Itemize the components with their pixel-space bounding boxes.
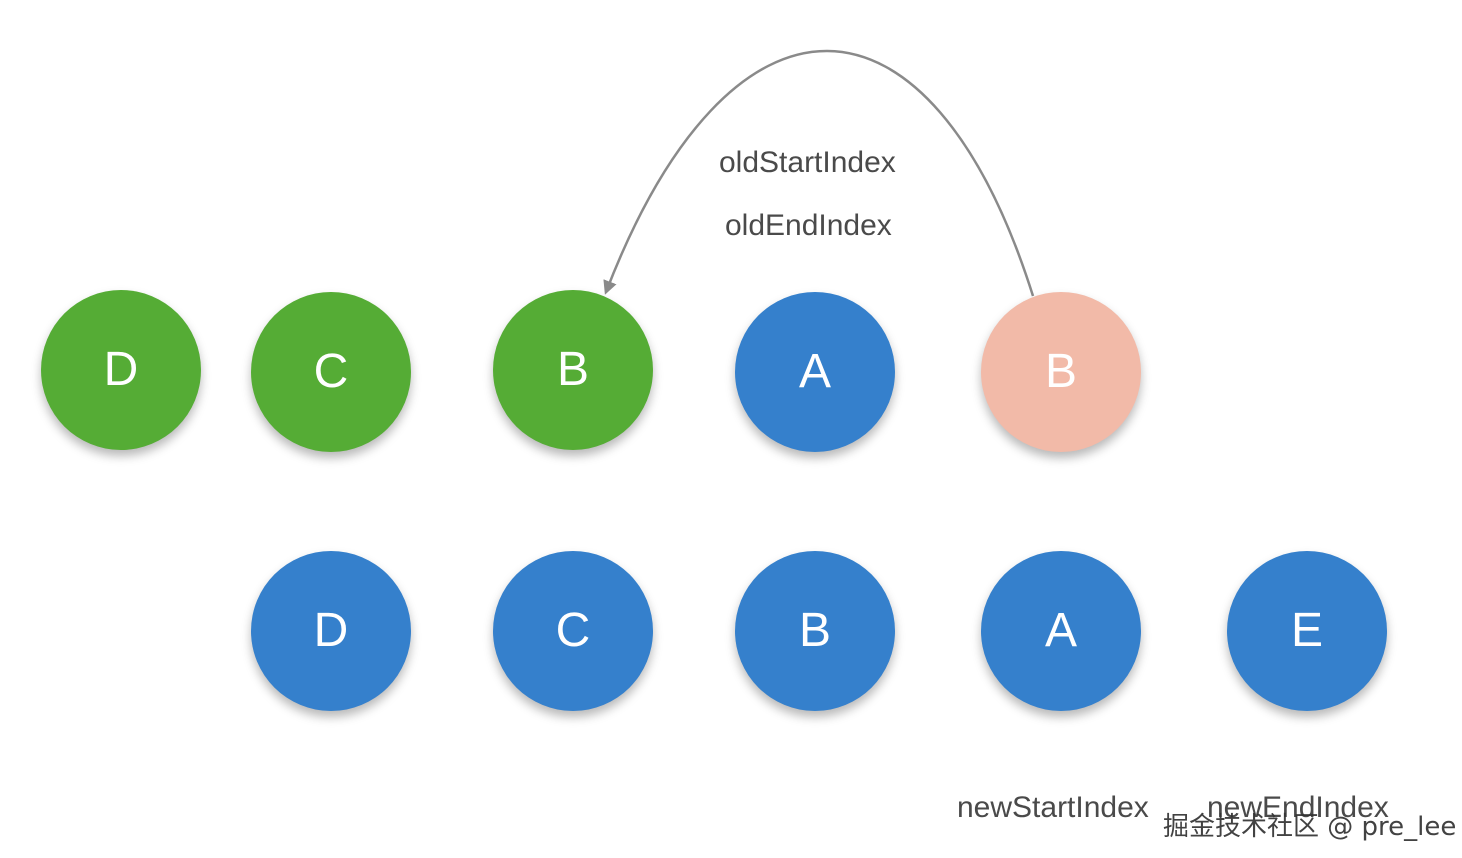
new-node-a: A xyxy=(981,551,1141,711)
move-arrow-path xyxy=(603,49,1035,297)
node-label: A xyxy=(798,345,831,398)
old-node-b-moved: B xyxy=(493,290,653,450)
node-label: B xyxy=(556,343,589,396)
node-label: D xyxy=(103,343,139,396)
node-label: C xyxy=(555,604,591,657)
node-label: D xyxy=(313,604,349,657)
old-node-a: A xyxy=(735,292,895,452)
new-node-c: C xyxy=(493,551,653,711)
old-end-index-label: oldEndIndex xyxy=(725,209,892,242)
node-label: B xyxy=(1044,345,1077,398)
node-label: B xyxy=(798,604,831,657)
old-node-d: D xyxy=(41,290,201,450)
node-label: E xyxy=(1290,604,1323,657)
new-node-d: D xyxy=(251,551,411,711)
old-start-index-label: oldStartIndex xyxy=(719,146,896,179)
new-start-index-label: newStartIndex xyxy=(957,791,1149,824)
watermark: 掘金技术社区 @ pre_lee xyxy=(1163,812,1457,842)
new-node-b: B xyxy=(735,551,895,711)
new-end-index-label: newEndIndex xyxy=(1207,791,1389,824)
old-node-b-source: B xyxy=(981,292,1141,452)
node-label: C xyxy=(313,345,349,398)
new-node-e: E xyxy=(1227,551,1387,711)
node-label: A xyxy=(1044,604,1077,657)
old-node-c: C xyxy=(251,292,411,452)
